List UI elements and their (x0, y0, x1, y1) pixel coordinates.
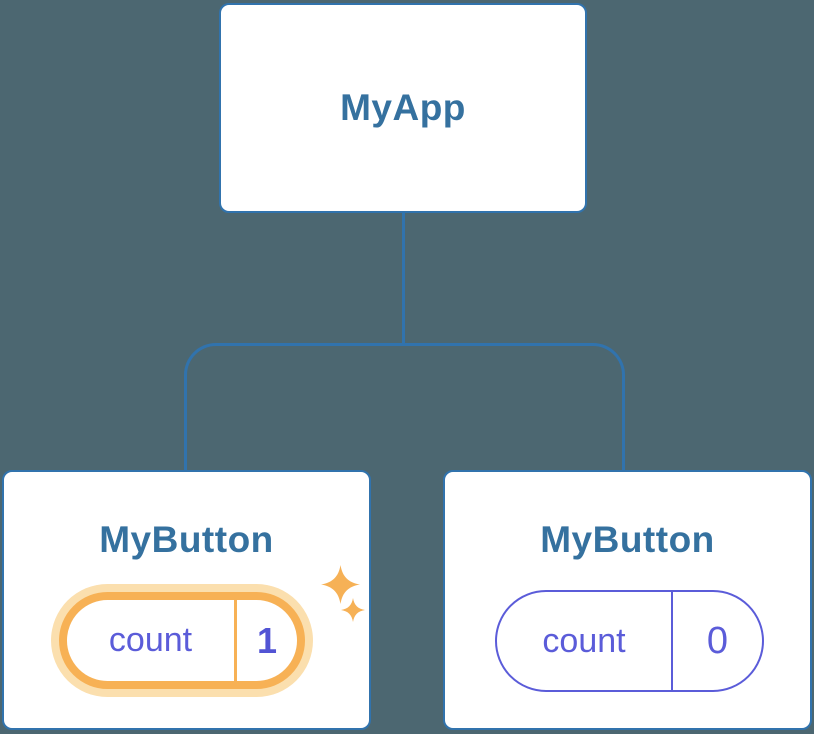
node-mybutton-right: MyButton count 0 (443, 470, 812, 730)
state-pill-divider (671, 592, 673, 690)
state-key-label: count (542, 621, 626, 660)
state-key-label: count (108, 621, 193, 659)
connector-stem-line (402, 213, 405, 344)
node-mybutton-left-label: MyButton (99, 519, 274, 560)
sparkle-icon (341, 598, 365, 622)
node-myapp: MyApp (219, 3, 587, 213)
state-pill-count-highlighted: count 1 (59, 592, 305, 689)
state-pill-count: count 0 (495, 590, 764, 692)
sparkle-icon (321, 565, 360, 604)
node-mybutton-right-label: MyButton (540, 519, 715, 560)
node-mybutton-left: MyButton count 1 (2, 470, 371, 730)
connector-branch-bracket (184, 343, 625, 470)
state-value-label: 1 (256, 619, 278, 661)
state-pill-divider (234, 600, 237, 681)
node-myapp-label: MyApp (340, 87, 466, 128)
state-value-label: 0 (706, 619, 729, 662)
